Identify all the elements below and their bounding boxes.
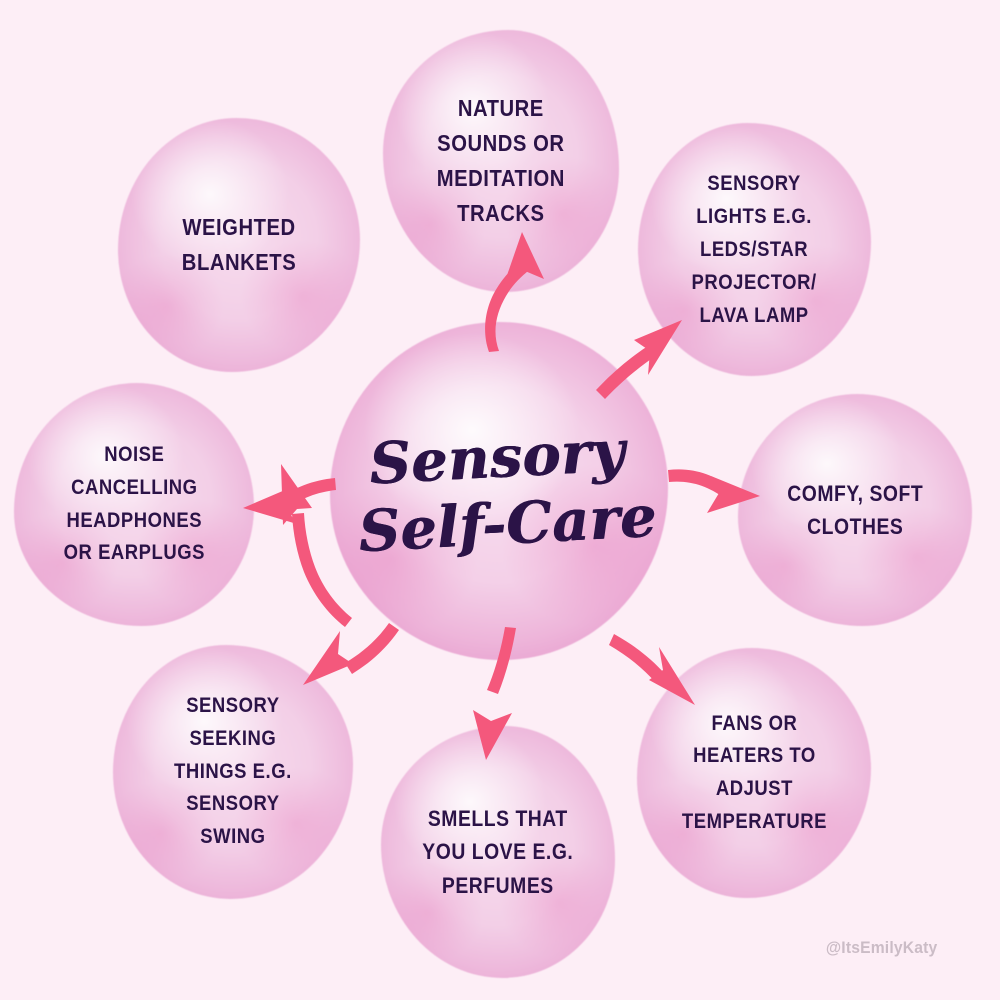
- arrow-to-weighted-head-icon: [281, 464, 312, 525]
- arrow-to-noise-icon: [277, 478, 336, 510]
- bubble-noise-cancelling: NOISE CANCELLING HEADPHONES OR EARPLUGS: [14, 383, 254, 626]
- watercolor-wash: [14, 383, 254, 626]
- bubble-sensory-seeking: SENSORY SEEKING THINGS E.G. SENSORY SWIN…: [113, 645, 353, 899]
- bubble-weighted-blankets: WEIGHTED BLANKETS: [118, 118, 360, 372]
- watermark-handle: @ItsEmilyKaty: [825, 938, 938, 957]
- watercolor-wash: [118, 118, 360, 372]
- bubble-label-weighted: WEIGHTED BLANKETS: [181, 214, 297, 275]
- bubble-nature-sounds: NATURE SOUNDS OR MEDITATION TRACKS: [383, 30, 619, 292]
- watercolor-wash: [383, 30, 619, 292]
- bubble-label-comfy: COMFY, SOFT CLOTHES: [787, 480, 923, 539]
- bubble-label-nature: NATURE SOUNDS OR MEDITATION TRACKS: [436, 95, 566, 226]
- bubble-label-seeking: SENSORY SEEKING THINGS E.G. SENSORY SWIN…: [174, 694, 292, 849]
- bubble-label-lights: SENSORY LIGHTS E.G. LEDS/STAR PROJECTOR/…: [691, 171, 818, 328]
- watercolor-wash: [381, 726, 615, 978]
- bubble-label-noise: NOISE CANCELLING HEADPHONES OR EARPLUGS: [63, 443, 205, 565]
- bubble-comfy-soft-clothes: COMFY, SOFT CLOTHES: [738, 394, 972, 626]
- bubble-sensory-lights: SENSORY LIGHTS E.G. LEDS/STAR PROJECTOR/…: [638, 123, 871, 376]
- center-title: Sensory Self-Care: [340, 416, 659, 567]
- center-bubble-sensory-self-care: Sensory Self-Care: [330, 322, 668, 660]
- bubble-smells-you-love: SMELLS THAT YOU LOVE E.G. PERFUMES: [381, 726, 615, 978]
- bubble-label-fans: FANS OR HEATERS TO ADJUST TEMPERATURE: [681, 711, 827, 833]
- watercolor-wash: [113, 645, 353, 899]
- bubble-label-smells: SMELLS THAT YOU LOVE E.G. PERFUMES: [422, 805, 574, 898]
- center-title-line1: Sensory: [367, 417, 627, 498]
- arrow-to-comfy-icon: [668, 469, 731, 498]
- watercolor-wash: [738, 394, 972, 626]
- bubble-fans-heaters: FANS OR HEATERS TO ADJUST TEMPERATURE: [637, 648, 871, 898]
